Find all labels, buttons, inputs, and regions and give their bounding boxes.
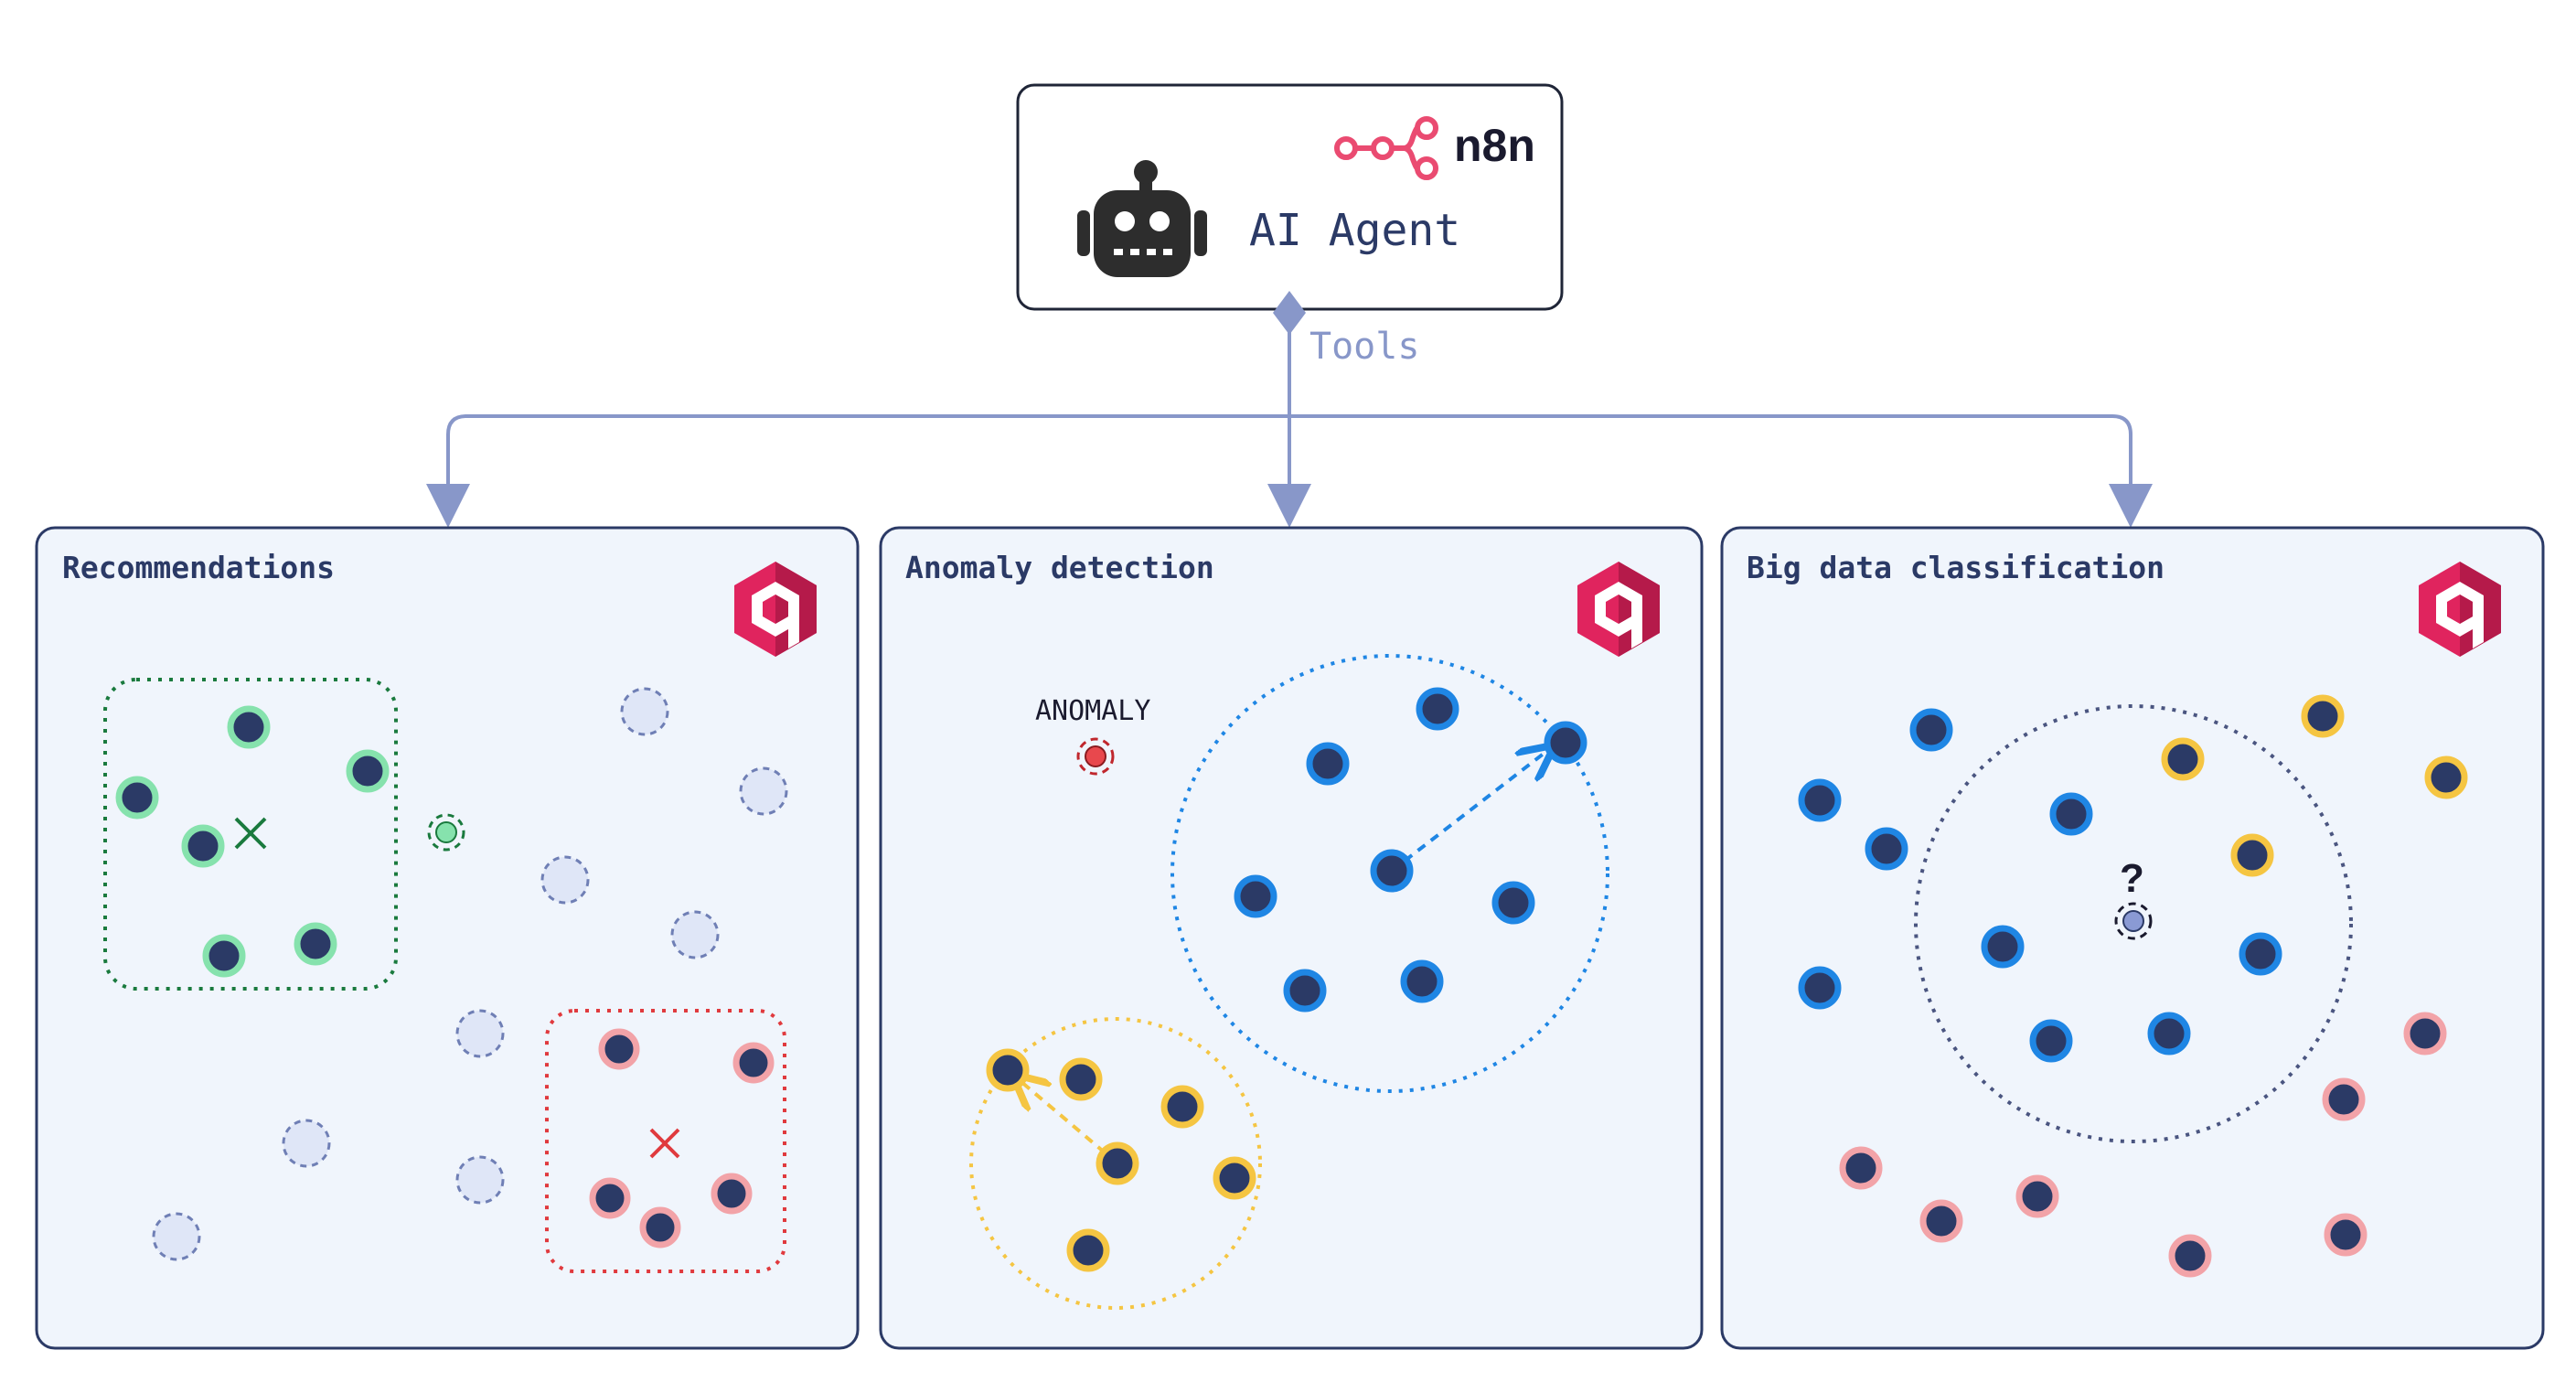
n8n-logo-icon — [1334, 116, 1438, 180]
blue-radius-arrow — [1390, 747, 1552, 873]
tools-label: Tools — [1309, 326, 1419, 368]
panel-title: Anomaly detection — [905, 550, 1214, 585]
yellow-radius-arrow — [1015, 1077, 1119, 1165]
red-class-points — [1839, 1012, 2447, 1278]
blue-class-points — [1798, 708, 2282, 1063]
panel-anomaly-detection: Anomaly detection ANOMALY — [879, 526, 1704, 1350]
blue-points — [1234, 687, 1587, 1013]
agent-title: AI Agent — [1249, 205, 1460, 256]
robot-icon — [1077, 160, 1207, 277]
n8n-brand-text: n8n — [1454, 120, 1535, 171]
anomaly-label: ANOMALY — [1035, 695, 1150, 727]
dissimilar-items-cluster — [545, 1009, 786, 1273]
ai-agent-node[interactable]: n8n AI Agent — [1016, 83, 1564, 311]
query-point-icon — [2114, 902, 2153, 940]
positive-example-icon — [234, 817, 267, 850]
negative-example-icon — [649, 1128, 680, 1159]
query-point-green-icon — [427, 813, 465, 852]
panel-recommendations: Recommendations — [35, 526, 860, 1350]
red-points — [589, 1028, 775, 1248]
classification-radius — [1914, 704, 2353, 1143]
yellow-cluster-radius — [969, 1017, 1262, 1310]
panel-title: Recommendations — [62, 550, 335, 585]
blue-cluster-radius — [1170, 654, 1609, 1093]
yellow-points — [986, 1048, 1256, 1272]
candidate-points — [152, 687, 788, 1261]
tools-connector — [426, 311, 2153, 528]
panel-big-data-classification: Big data classification ? — [1720, 526, 2545, 1350]
unknown-class-mark: ? — [2120, 856, 2144, 901]
panel-title: Big data classification — [1747, 550, 2164, 585]
anomaly-point-icon — [1076, 737, 1115, 776]
connector-diamond-icon — [1273, 291, 1306, 335]
green-points — [115, 705, 390, 978]
yellow-class-points — [2161, 694, 2468, 877]
